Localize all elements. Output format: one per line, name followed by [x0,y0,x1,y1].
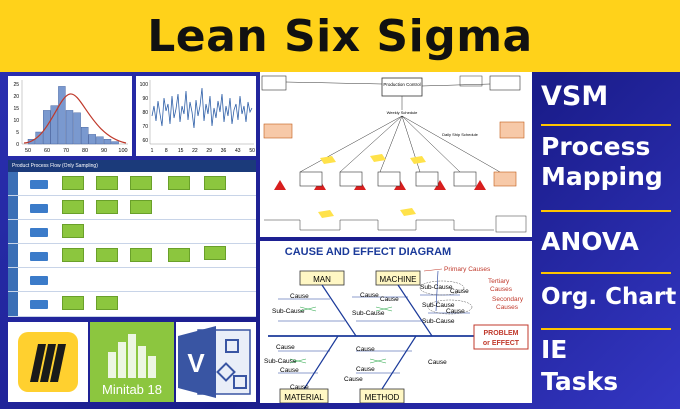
histogram-x-tick: 50 [25,148,31,154]
visio-logo: V [176,322,256,402]
histogram-y-tick: 5 [16,130,19,136]
cause-label: Cause [276,344,295,351]
tertiary-causes-label-1: Tertiary [488,278,510,285]
histogram-y-tick: 15 [13,106,19,112]
category-machine: MACHINE [380,275,417,284]
histogram-bar [58,86,66,145]
cause-label: Cause [356,366,375,373]
subcause-label: Sub-Cause [264,358,297,365]
run-chart-x-tick: 15 [178,148,184,154]
cause-label: Cause [290,384,309,391]
run-chart-line [151,87,253,129]
histogram-y-tick: 20 [13,94,19,100]
histogram-bar [96,136,104,145]
vsm-title: Production Control [383,82,420,87]
process-flow-title: Product Process Flow (Only Sampling) [8,160,256,172]
vsm-daily-label: Daily Ship Schedule [442,132,479,137]
subcause-label: Sub-Cause [422,302,455,309]
visio-letter: V [187,348,205,378]
normal-curve [23,93,127,144]
run-chart-x-tick: 1 [151,148,154,154]
run-chart-x-tick: 29 [206,148,212,154]
histogram-bar [73,112,81,145]
histogram-y-tick: 25 [13,82,19,88]
category-material: MATERIAL [284,393,324,402]
sidebar-item-process-mapping-line1: Process [541,132,651,161]
histogram-chart: 50 60 70 80 90 100 0 5 10 15 20 25 [13,80,128,154]
cause-label: Cause [428,359,447,366]
histogram-bar [80,127,89,145]
histogram-x-tick: 70 [63,148,69,154]
vsm-diagram: Production Control Weekly Schedule Daily… [261,75,527,233]
fishbone-diagram: CAUSE AND EFFECT DIAGRAM MAN MACHINE MAT… [264,246,529,403]
histogram-bar [50,105,58,145]
cause-label: Cause [290,293,309,300]
run-chart: 1 8 15 22 29 36 43 50 60 70 80 90 100 [140,80,255,154]
cause-label: Cause [380,296,399,303]
histogram-x-tick: 100 [118,148,127,154]
run-chart-y-tick: 70 [142,124,148,130]
vsm-panel: Production Control Weekly Schedule Daily… [260,72,532,237]
miro-logo [8,322,88,402]
run-chart-y-tick: 100 [140,82,149,88]
subcause-label: Sub-Cause [422,318,455,325]
subcause-label: Sub-Cause [420,284,453,291]
category-method: METHOD [365,393,400,402]
secondary-causes-label-1: Secondary [492,296,524,303]
histogram-bar [65,110,74,145]
secondary-causes-label-2: Causes [496,304,519,311]
histogram-x-tick: 80 [82,148,88,154]
sidebar-item-ie-tasks-line2: Tasks [541,367,619,396]
sidebar-item-ie-tasks: IE Tasks [533,334,680,398]
run-chart-x-tick: 50 [249,148,255,154]
category-man: MAN [313,275,331,284]
cause-label: Cause [446,308,465,315]
sidebar-item-process-mapping: Process Mapping [533,132,680,192]
fishbone-title: CAUSE AND EFFECT DIAGRAM [285,246,451,258]
effect-line-1: PROBLEM [484,330,519,337]
sidebar-item-anova: ANOVA [541,227,639,256]
tertiary-causes-label-2: Causes [490,286,513,293]
minitab-logo: Minitab 18 [90,322,174,402]
cause-label: Cause [356,346,375,353]
run-chart-y-tick: 90 [142,96,148,102]
histogram-bar [111,141,119,145]
run-chart-x-tick: 43 [235,148,241,154]
effect-line-2: or EFFECT [483,340,520,347]
histogram-bar [88,134,97,145]
sidebar: VSM Process Mapping ANOVA Org. Chart IE … [533,72,680,409]
fishbone-panel: CAUSE AND EFFECT DIAGRAM MAN MACHINE MAT… [260,241,532,403]
sidebar-item-vsm: VSM [541,81,609,112]
sidebar-item-org-chart: Org. Chart [541,284,677,310]
subcause-label: Sub-Cause [272,308,305,315]
page-title: Lean Six Sigma [147,10,533,62]
histogram-x-tick: 90 [101,148,107,154]
run-chart-x-tick: 8 [165,148,168,154]
subcause-label: Sub-Cause [352,310,385,317]
cause-label: Cause [280,367,299,374]
histogram-x-tick: 60 [44,148,50,154]
banner: Lean Six Sigma [0,0,680,72]
cause-label: Cause [360,292,379,299]
cause-label: Cause [450,288,469,295]
sidebar-item-ie-tasks-line1: IE [541,335,568,364]
run-chart-y-tick: 80 [142,110,148,116]
histogram-panel: 50 60 70 80 90 100 0 5 10 15 20 25 [8,76,132,156]
histogram-y-tick: 10 [13,118,19,124]
process-flow-panel: Product Process Flow (Only Sampling) [8,160,256,317]
run-chart-x-tick: 36 [221,148,227,154]
sidebar-item-process-mapping-line2: Mapping [541,162,663,191]
cause-label: Cause [344,376,363,383]
run-chart-panel: 1 8 15 22 29 36 43 50 60 70 80 90 100 [136,76,256,156]
run-chart-x-tick: 22 [192,148,198,154]
histogram-y-tick: 0 [16,142,19,148]
run-chart-y-tick: 60 [142,138,148,144]
vsm-weekly-label: Weekly Schedule [387,110,419,115]
primary-causes-label: Primary Causes [444,266,491,273]
minitab-name: Minitab 18 [102,382,162,397]
histogram-bar [103,139,112,145]
